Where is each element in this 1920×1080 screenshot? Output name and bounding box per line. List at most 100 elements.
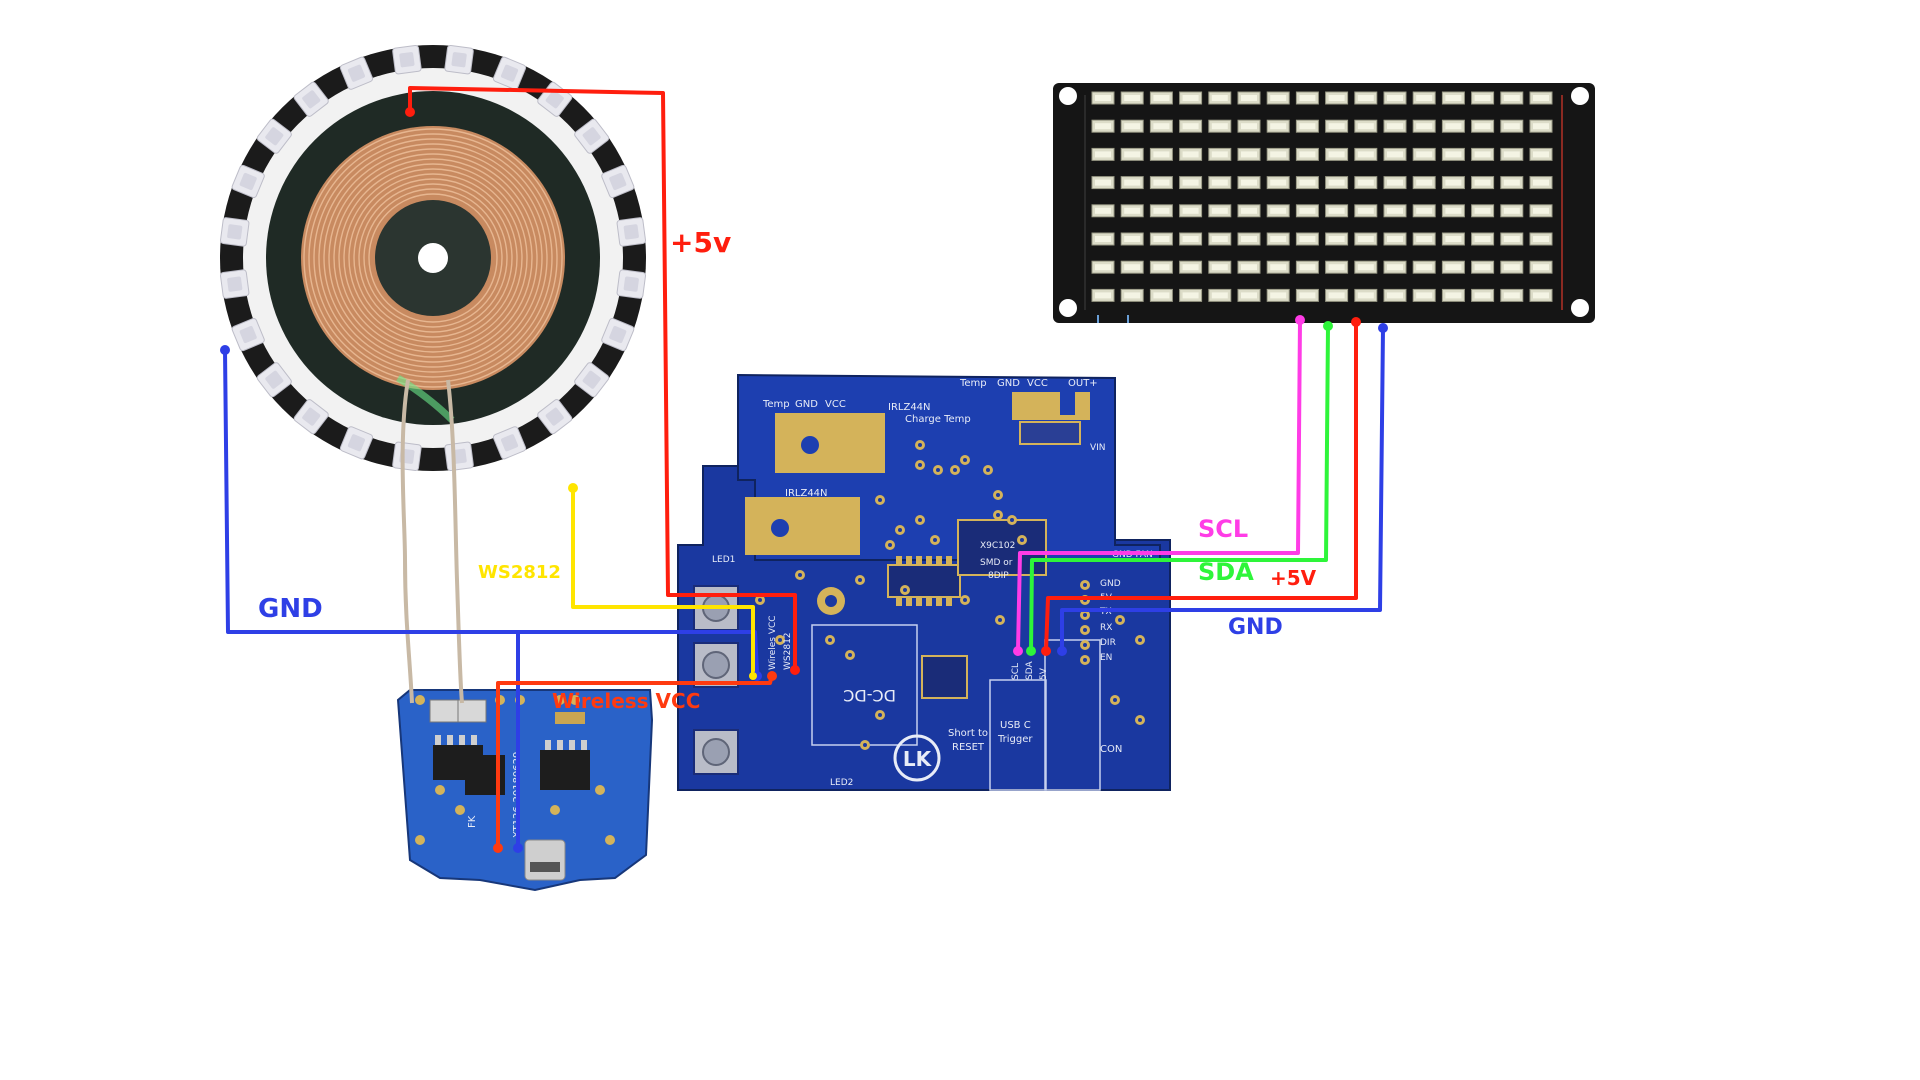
matrix-led-core (1357, 179, 1374, 186)
pcb-smd-pin (946, 556, 952, 564)
matrix-led-core (1153, 236, 1170, 242)
pcb-short-to: Short to (948, 728, 988, 739)
charger-pad (415, 695, 425, 705)
coil-turn (358, 183, 508, 333)
matrix-led-core (1124, 264, 1141, 271)
pcb-smd-pin (926, 598, 932, 606)
matrix-led-core (1445, 292, 1462, 299)
pcb-smd-pin (946, 598, 952, 606)
matrix-led-core (1533, 95, 1549, 101)
matrix-led-core (1241, 151, 1257, 158)
matrix-led-core (1270, 207, 1287, 214)
ring-led-core (302, 407, 321, 426)
pcb-dc-dc: DC-DC (843, 686, 896, 705)
pcb-pad-hole (863, 743, 867, 747)
matrix-led-core (1416, 264, 1433, 271)
matrix-led-core (1357, 292, 1374, 299)
matrix-led-core (1241, 236, 1257, 242)
matrix-led-core (1299, 207, 1316, 214)
charger-ic-pin (435, 735, 441, 745)
matrix-led-core (1474, 236, 1491, 242)
pcb-smd-pin (926, 556, 932, 564)
matrix-led-core (1153, 207, 1170, 214)
pcb-usb-c: USB C (1000, 720, 1031, 731)
pcb-smd-pin (906, 598, 912, 606)
matrix-led-core (1503, 123, 1520, 130)
matrix-led-core (1503, 179, 1520, 186)
wireless-coil (301, 126, 565, 423)
pcb-pad-hole (996, 513, 1000, 517)
coil-leads (400, 379, 464, 704)
charger-ic-pin (569, 740, 575, 750)
pcb-smd-pin (936, 556, 942, 564)
matrix-led-core (1211, 123, 1228, 130)
matrix-led-core (1124, 95, 1141, 101)
matrix-led-core (1153, 292, 1170, 299)
pcb-pad-hole (986, 468, 990, 472)
matrix-led-core (1503, 292, 1520, 299)
coil-turn (343, 168, 523, 348)
matrix-led-core (1328, 292, 1345, 299)
pcb-mosfet-1: IRLZ44N (888, 402, 931, 413)
matrix-led-core (1182, 292, 1199, 299)
coil-turn (323, 148, 543, 368)
matrix-led-core (1503, 207, 1520, 214)
label-ws2812: WS2812 (478, 562, 561, 583)
matrix-led-core (1357, 123, 1374, 130)
matrix-led-core (1445, 236, 1462, 242)
matrix-led-core (1387, 264, 1403, 271)
matrix-led-core (1474, 179, 1491, 186)
matrix-led-core (1095, 264, 1111, 271)
matrix-led-core (1153, 151, 1170, 158)
charger-pad (435, 785, 445, 795)
wire-labels: +5v GND WS2812 Wireless VCC SCL SDA +5V … (258, 226, 1317, 713)
label-plus5v-ring: +5v (670, 226, 731, 259)
pcb-pad-hole (918, 518, 922, 522)
pcb-pad-hole (933, 538, 937, 542)
ring-led-core (265, 127, 284, 146)
pcb-mosfet-2: IRLZ44N (785, 488, 828, 499)
matrix-led-core (1095, 179, 1111, 186)
ring-led-core (302, 90, 321, 109)
wire-plus5v-matrix (1044, 322, 1358, 652)
coil-turn (368, 193, 498, 323)
pcb-charge-temp: Charge Temp (905, 414, 971, 425)
pcb-pin-wireles-vcc: Wireles VCC (768, 615, 778, 670)
matrix-led-core (1416, 95, 1433, 101)
ring-led-core (623, 276, 639, 292)
coil-turn (353, 178, 513, 338)
pcb-pad-hole (963, 458, 967, 462)
matrix-led-core (1357, 264, 1374, 271)
matrix-led-core (1299, 151, 1316, 158)
matrix-led-core (1328, 151, 1345, 158)
matrix-led-core (1387, 236, 1403, 242)
charger-ic-pin (581, 740, 587, 750)
wire-sda (1029, 325, 1330, 652)
matrix-led-core (1299, 292, 1316, 299)
matrix-led-core (1416, 179, 1433, 186)
matrix-led-core (1211, 207, 1228, 214)
label-gnd-left: GND (258, 594, 323, 624)
matrix-led-core (1328, 264, 1345, 271)
matrix-led-core (1241, 292, 1257, 299)
matrix-led-core (1182, 236, 1199, 242)
led-matrix-leds (1091, 91, 1553, 302)
pcb-pin-en: EN (1100, 653, 1112, 663)
pcb-led2: LED2 (830, 778, 853, 788)
matrix-led-core (1182, 151, 1199, 158)
matrix-led-core (1387, 151, 1403, 158)
main-pcb: LK Temp GND VCC Temp GND VCC OUT+ IRLZ44… (677, 373, 1171, 791)
matrix-led-core (1299, 179, 1316, 186)
pcb-smd-pin (936, 598, 942, 606)
pcb-pad-hole (1083, 613, 1087, 617)
matrix-led-core (1328, 236, 1345, 242)
matrix-led-core (1328, 179, 1345, 186)
pcb-trigger: Trigger (997, 734, 1033, 745)
ring-led-core (609, 172, 627, 190)
matrix-led-core (1299, 95, 1316, 101)
matrix-led-core (1270, 95, 1287, 101)
label-scl: SCL (1198, 515, 1248, 543)
matrix-led-core (1095, 292, 1111, 299)
matrix-led-core (1153, 264, 1170, 271)
matrix-led-core (1211, 179, 1228, 186)
